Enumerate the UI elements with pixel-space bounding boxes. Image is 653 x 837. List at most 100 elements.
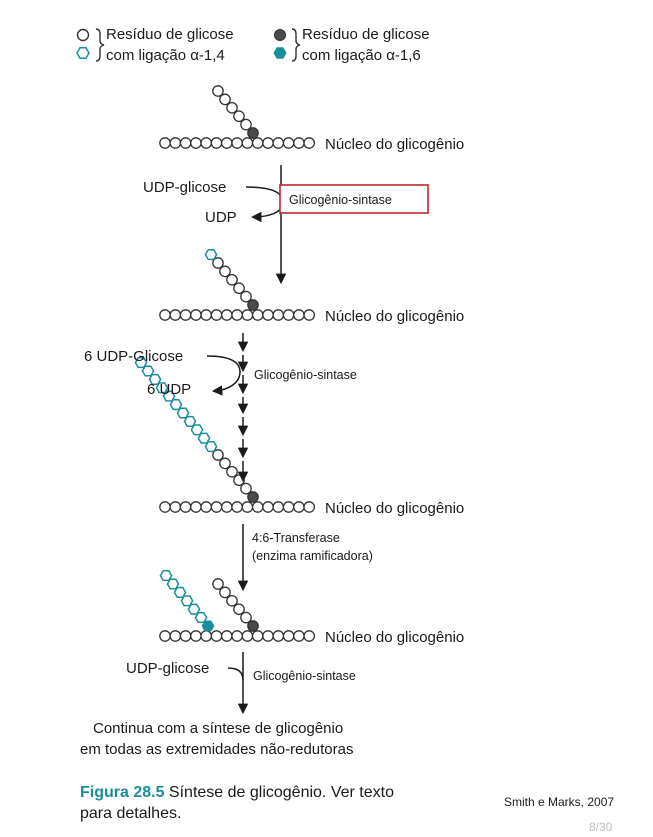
teal-residue-62: [190, 424, 204, 436]
continuation-line2: em todas as extremidades não-redutoras: [80, 741, 353, 758]
step1-substrate: UDP-glicose: [143, 179, 226, 196]
core-residue-14: [303, 137, 316, 149]
glucose-residue-17: [226, 101, 238, 114]
core-residue-85: [303, 630, 316, 642]
core-residue-40: [159, 501, 171, 513]
step3-enzyme-line1: 4:6-Transferase: [252, 531, 340, 545]
core-residue-20: [159, 309, 171, 321]
core-residue-82: [272, 630, 285, 642]
teal-residue-69: [141, 365, 155, 377]
new-branch-point-teal: [201, 620, 215, 632]
core-label-2: Núcleo do glicogênio: [325, 308, 464, 325]
teal-residue-93: [180, 595, 194, 607]
core-residue-29: [251, 309, 264, 321]
step4-substrate: UDP-glicose: [126, 660, 209, 677]
glucose-residue-37: [226, 273, 238, 286]
core-residue-33: [293, 309, 305, 321]
teal-residue-63: [183, 415, 197, 427]
branch-point-residue-3: [247, 491, 259, 503]
glucose-residue-57: [226, 465, 238, 478]
core-residue-22: [179, 309, 192, 321]
core-residue-81: [262, 630, 274, 642]
teal-residue-65: [169, 399, 183, 411]
core-residue-80: [251, 630, 264, 642]
core-residue-9: [251, 137, 264, 149]
step2-enzyme: Glicogênio-sintase: [254, 368, 357, 382]
core-residue-24: [200, 309, 213, 321]
core-residue-11: [272, 137, 285, 149]
core-residue-43: [190, 501, 202, 513]
core-residue-23: [190, 309, 202, 321]
enzyme-highlight-box: [279, 184, 429, 214]
core-residue-31: [272, 309, 285, 321]
core-residue-72: [169, 630, 182, 642]
core-residue-32: [282, 309, 295, 321]
core-residue-13: [293, 137, 305, 149]
glucose-residue-59: [212, 449, 224, 461]
core-residue-78: [231, 630, 243, 642]
core-residue-5: [210, 137, 223, 149]
core-residue-21: [169, 309, 182, 321]
core-residue-79: [241, 630, 254, 642]
core-residue-7: [231, 137, 243, 149]
figure-caption-line1: Figura 28.5 Síntese de glicogênio. Ver t…: [80, 784, 394, 801]
figure-number: Figura 28.5: [80, 784, 165, 801]
filled-residue-icon: [274, 29, 286, 41]
core-residue-42: [179, 501, 192, 513]
core-residue-46: [220, 501, 233, 513]
glucose-residue-58: [219, 457, 231, 470]
glucose-residue-15: [240, 118, 252, 131]
core-residue-52: [282, 501, 295, 513]
step-2: 6 UDP-Glicose 6 UDP Glicogênio-sintase: [84, 333, 357, 483]
core-residue-83: [282, 630, 295, 642]
core-label-4: Núcleo do glicogênio: [325, 629, 464, 646]
glucose-residue-87: [233, 603, 245, 616]
core-residue-4: [200, 137, 213, 149]
core-residue-53: [293, 501, 305, 513]
core-residue-10: [262, 137, 274, 149]
step2-side-arrow: [206, 355, 241, 396]
legend-open-line1: Resíduo de glicose: [106, 26, 234, 43]
glucose-residue-86: [240, 611, 252, 624]
glucose-residue-38: [219, 265, 231, 278]
core-residue-76: [210, 630, 223, 642]
glucose-residue-16: [233, 110, 245, 123]
legend-brace-left: [95, 28, 105, 62]
branch-point-residue-1: [247, 127, 259, 139]
step-1: UDP-glicose UDP Glicogênio-sintase: [143, 165, 429, 285]
core-residue-1: [169, 137, 182, 149]
core-residue-44: [200, 501, 213, 513]
legend-filled-line1: Resíduo de glicose: [302, 26, 430, 43]
core-residue-73: [179, 630, 192, 642]
glucose-residue-36: [233, 282, 245, 295]
core-residue-50: [262, 501, 274, 513]
core-residue-25: [210, 309, 223, 321]
core-residue-12: [282, 137, 295, 149]
teal-residue-60: [204, 441, 218, 453]
core-residue-51: [272, 501, 285, 513]
glucose-residue-89: [219, 586, 231, 599]
core-label-3: Núcleo do glicogênio: [325, 500, 464, 517]
teal-residue-94: [173, 586, 187, 598]
glucose-residue-55: [240, 482, 252, 495]
core-residue-6: [220, 137, 233, 149]
branch-point-residue-2: [247, 299, 259, 311]
step1-enzyme: Glicogênio-sintase: [289, 193, 392, 207]
legend-open-line2: com ligação α-1,4: [106, 47, 225, 64]
core-residue-49: [251, 501, 264, 513]
core-residue-41: [169, 501, 182, 513]
core-residue-27: [231, 309, 243, 321]
step1-side-arrow: [245, 186, 284, 223]
step-4: UDP-glicose Glicogênio-sintase: [126, 652, 356, 715]
core-residue-26: [220, 309, 233, 321]
core-residue-75: [200, 630, 213, 642]
caption-text-line2: para detalhes.: [80, 805, 181, 822]
glucose-residue-19: [212, 85, 224, 97]
core-residue-47: [231, 501, 243, 513]
caption-text-line1: Síntese de glicogênio. Ver texto: [164, 784, 394, 801]
legend: Resíduo de glicose com ligação α-1,4 Res…: [76, 26, 430, 64]
glucose-residue-88: [226, 594, 238, 607]
teal-residue-70: [134, 357, 148, 369]
core-residue-3: [190, 137, 202, 149]
